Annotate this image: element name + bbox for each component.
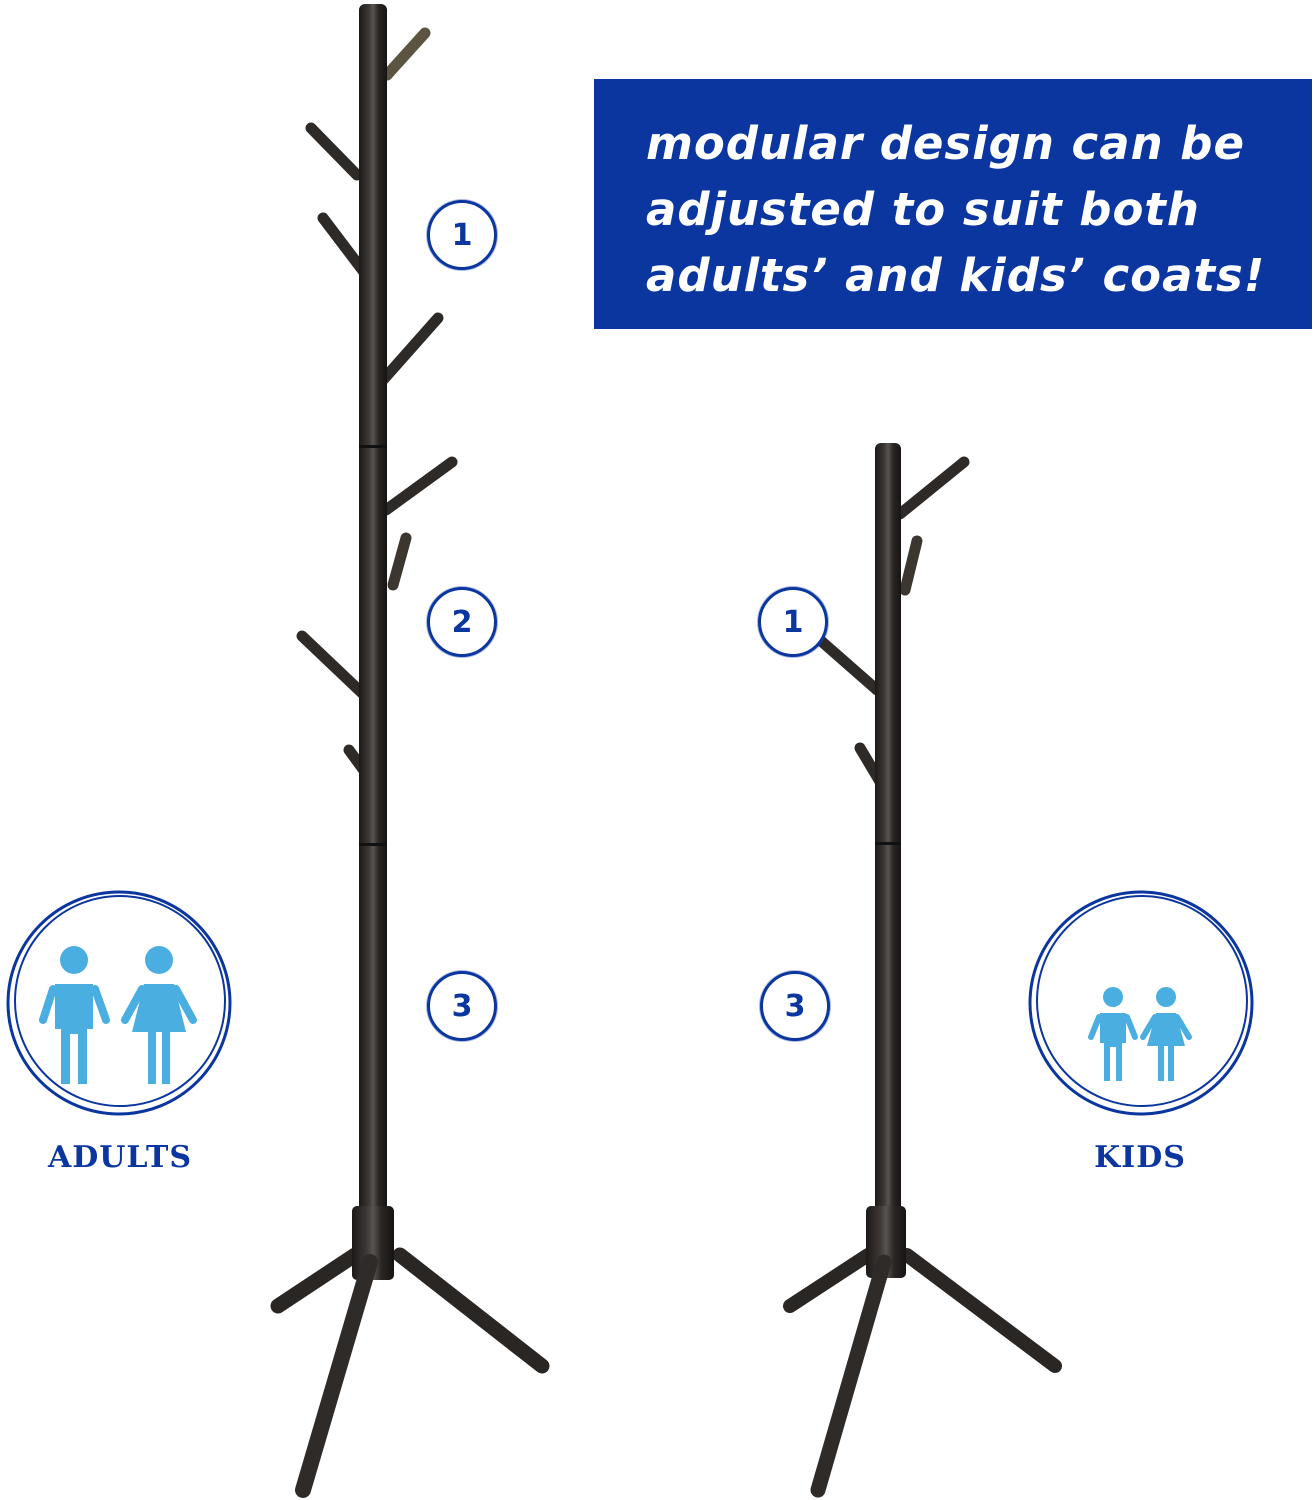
adult-section-1-badge: 1 — [427, 200, 497, 270]
headline-line-3: adults’ and kids’ coats! — [646, 249, 1266, 302]
kids-label: KIDS — [1094, 1140, 1186, 1175]
adult-section-2-badge: 2 — [427, 587, 497, 657]
kid-figures-icon — [1028, 890, 1254, 1116]
adult-coat-rack — [270, 4, 550, 1498]
headline-banner: modular design can be adjusted to suit b… — [594, 79, 1312, 329]
adult-section-3-badge: 3 — [427, 971, 497, 1041]
kids-section-1-badge: 1 — [758, 587, 828, 657]
headline-line-2: adjusted to suit both — [646, 183, 1200, 236]
kids-coat-rack — [783, 443, 1062, 1498]
adult-figures-icon — [6, 890, 232, 1116]
adults-label: ADULTS — [47, 1140, 193, 1175]
headline-line-1: modular design can be — [646, 117, 1246, 170]
kids-section-3-badge: 3 — [760, 971, 830, 1041]
